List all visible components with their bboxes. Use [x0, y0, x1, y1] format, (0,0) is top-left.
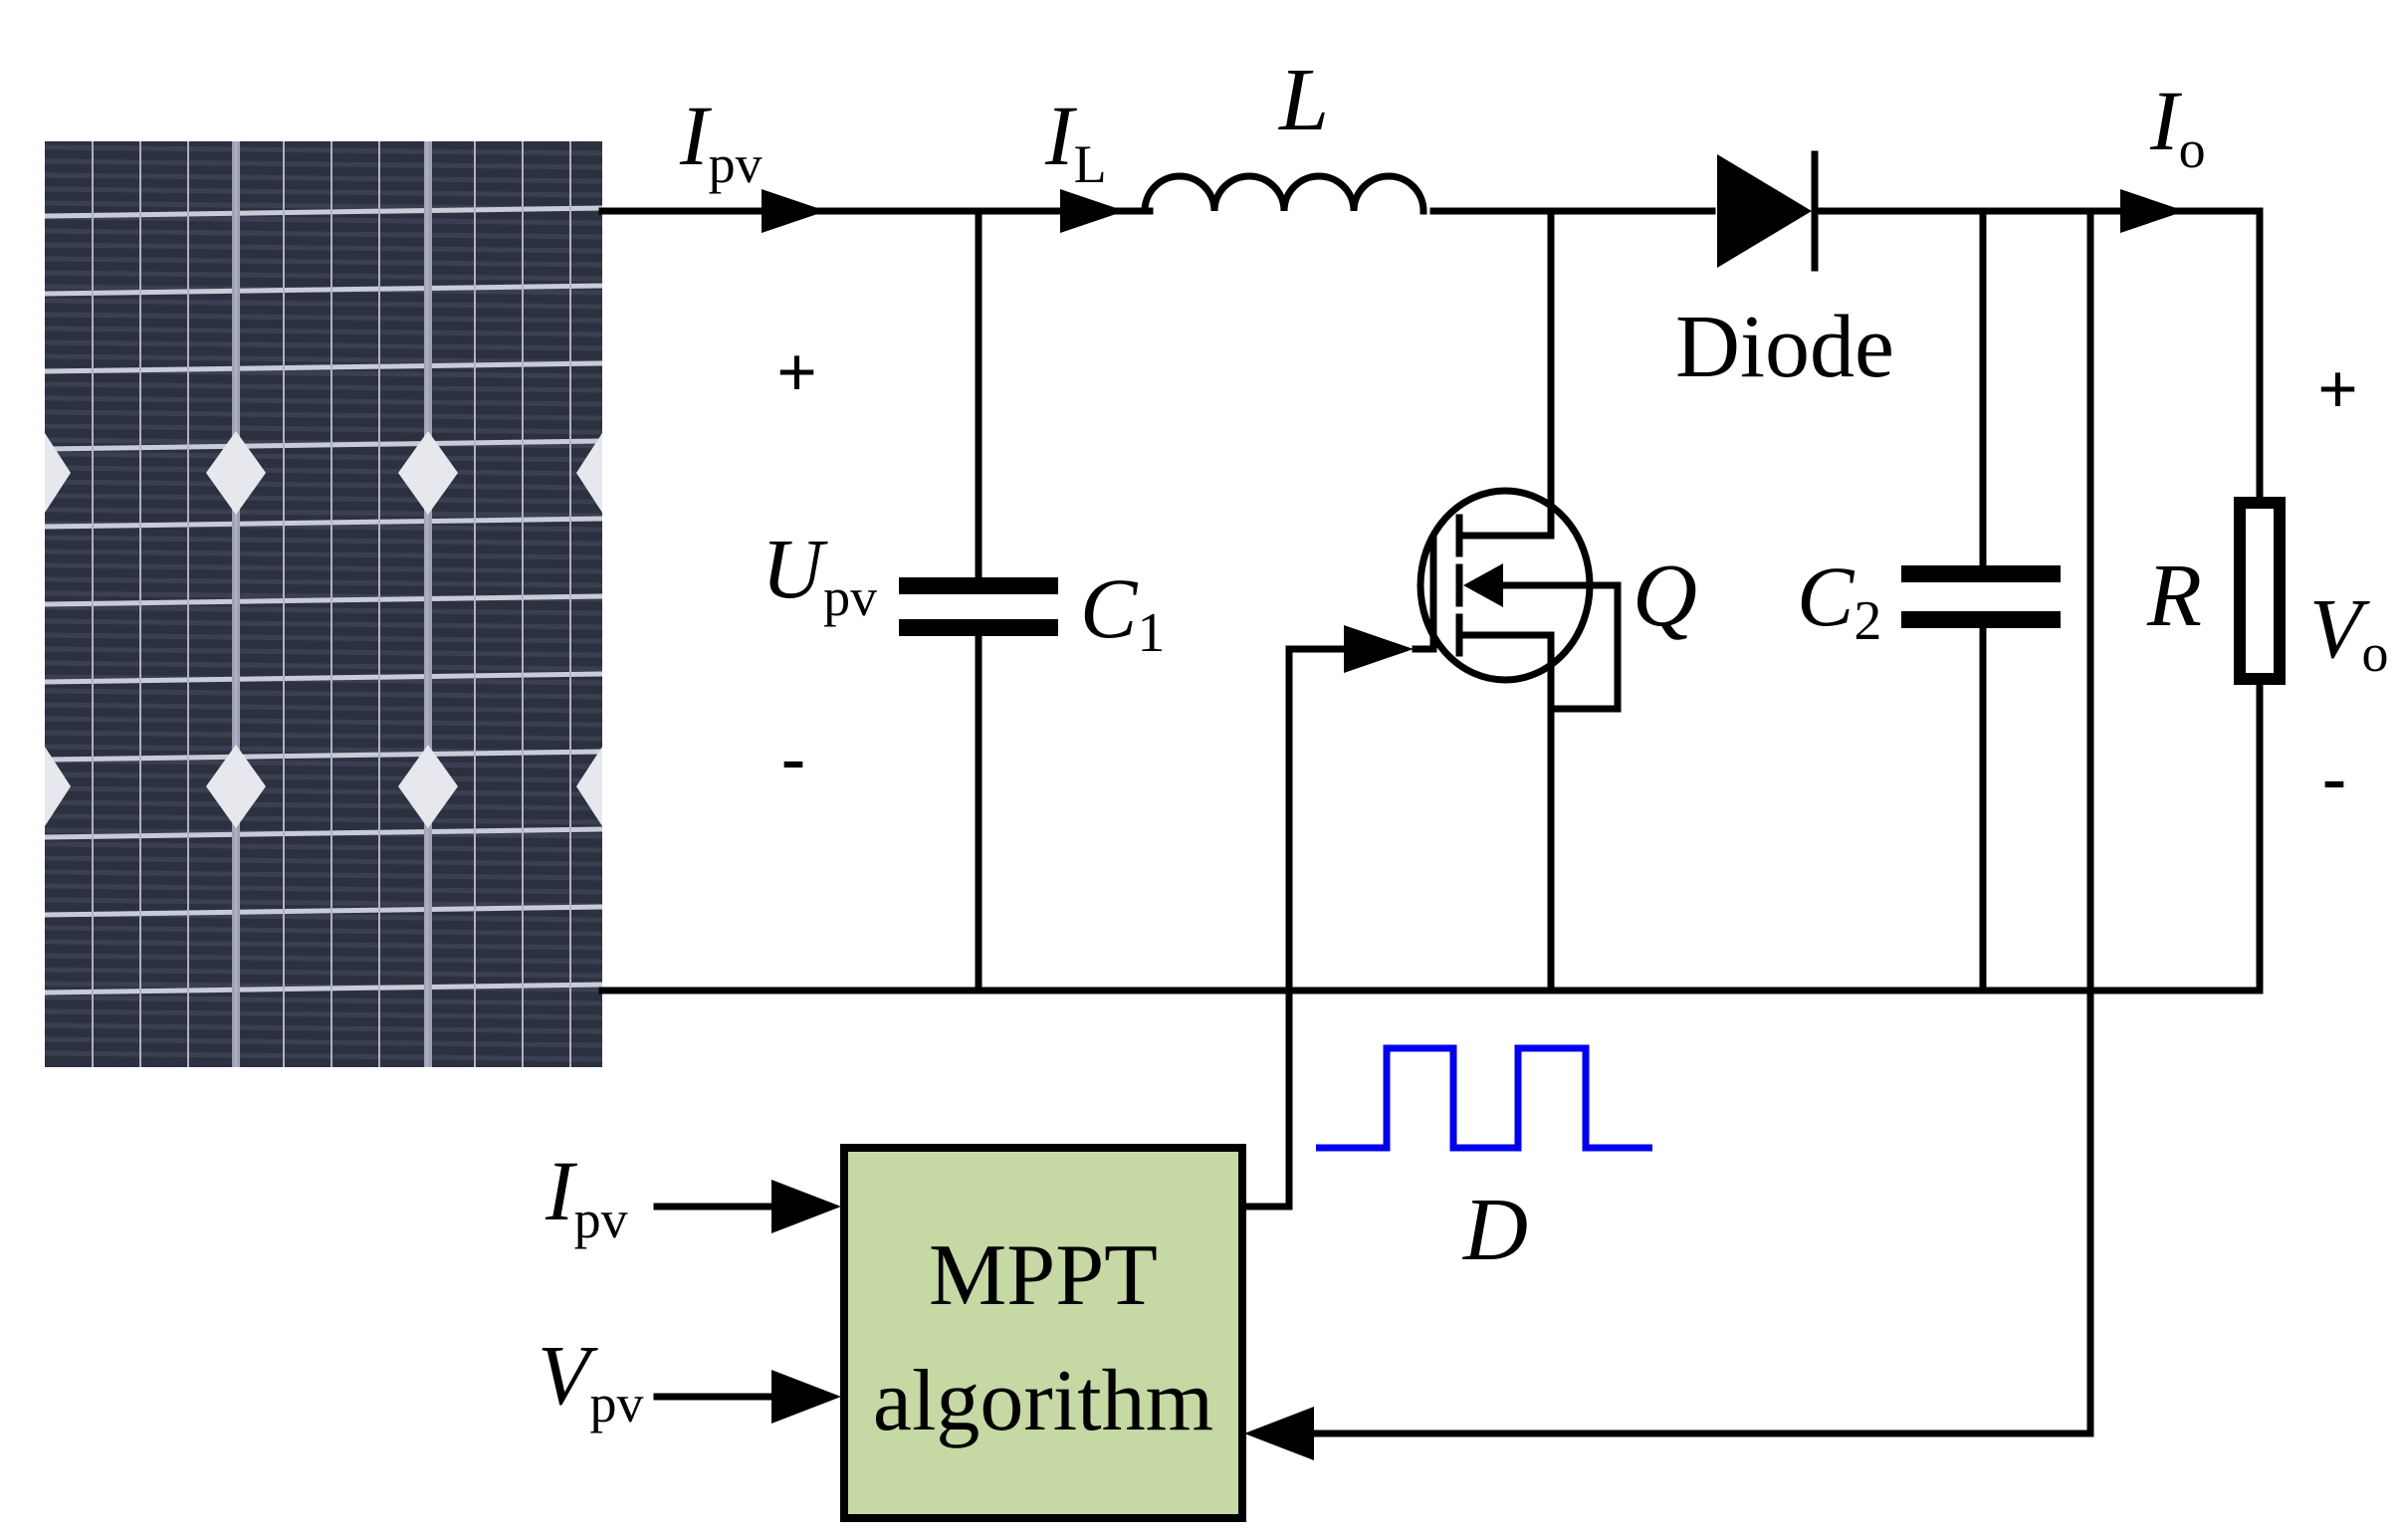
label-minus-right: - — [2322, 738, 2346, 817]
label-io: Io — [2149, 73, 2206, 179]
label-upv: Upv — [762, 521, 877, 627]
arrow-in-vpv — [771, 1370, 841, 1424]
arrow-gate — [1344, 625, 1414, 673]
inductor-symbol — [1141, 172, 1427, 215]
label-in-ipv: Ipv — [545, 1143, 628, 1249]
pwm-waveform — [1316, 1044, 1652, 1152]
capacitor-c2-symbol — [1901, 565, 2061, 628]
arrow-in-ipv — [771, 1180, 841, 1233]
solar-panel-image — [44, 141, 603, 1067]
diode-symbol — [1717, 150, 1819, 272]
current-arrows — [762, 189, 2185, 1460]
label-diode: Diode — [1675, 298, 1894, 396]
label-vo: Vo — [2309, 580, 2389, 683]
label-in-vpv: Vpv — [538, 1327, 644, 1433]
label-q: Q — [1633, 547, 1697, 645]
label-plus-right: + — [2317, 349, 2358, 429]
circuit-wires — [598, 207, 2264, 1437]
label-c1: C1 — [1080, 560, 1165, 664]
mosfet-symbol — [1412, 487, 1622, 713]
label-d: D — [1461, 1181, 1528, 1279]
mppt-label-line2: algorithm — [873, 1353, 1213, 1449]
arrow-io — [2120, 189, 2185, 233]
capacitor-c1-symbol — [899, 577, 1058, 636]
label-r: R — [2146, 547, 2202, 645]
mppt-label-line1: MPPT — [929, 1227, 1158, 1324]
label-il: IL — [1044, 88, 1107, 194]
arrow-feedback — [1244, 1407, 1314, 1460]
resistor-symbol — [2234, 497, 2286, 685]
mppt-block: MPPT algorithm — [840, 1144, 1246, 1522]
label-ipv-main: Ipv — [679, 88, 763, 194]
label-inductor: L — [1277, 51, 1329, 149]
arrow-il — [1060, 189, 1125, 233]
component-labels: Ipv IL L Diode Io + - Upv C1 Q C2 R — [538, 51, 2389, 1433]
label-plus-left: + — [776, 332, 817, 412]
arrow-ipv — [762, 189, 826, 233]
label-minus-left: - — [781, 718, 805, 797]
label-c2: C2 — [1797, 549, 1881, 652]
